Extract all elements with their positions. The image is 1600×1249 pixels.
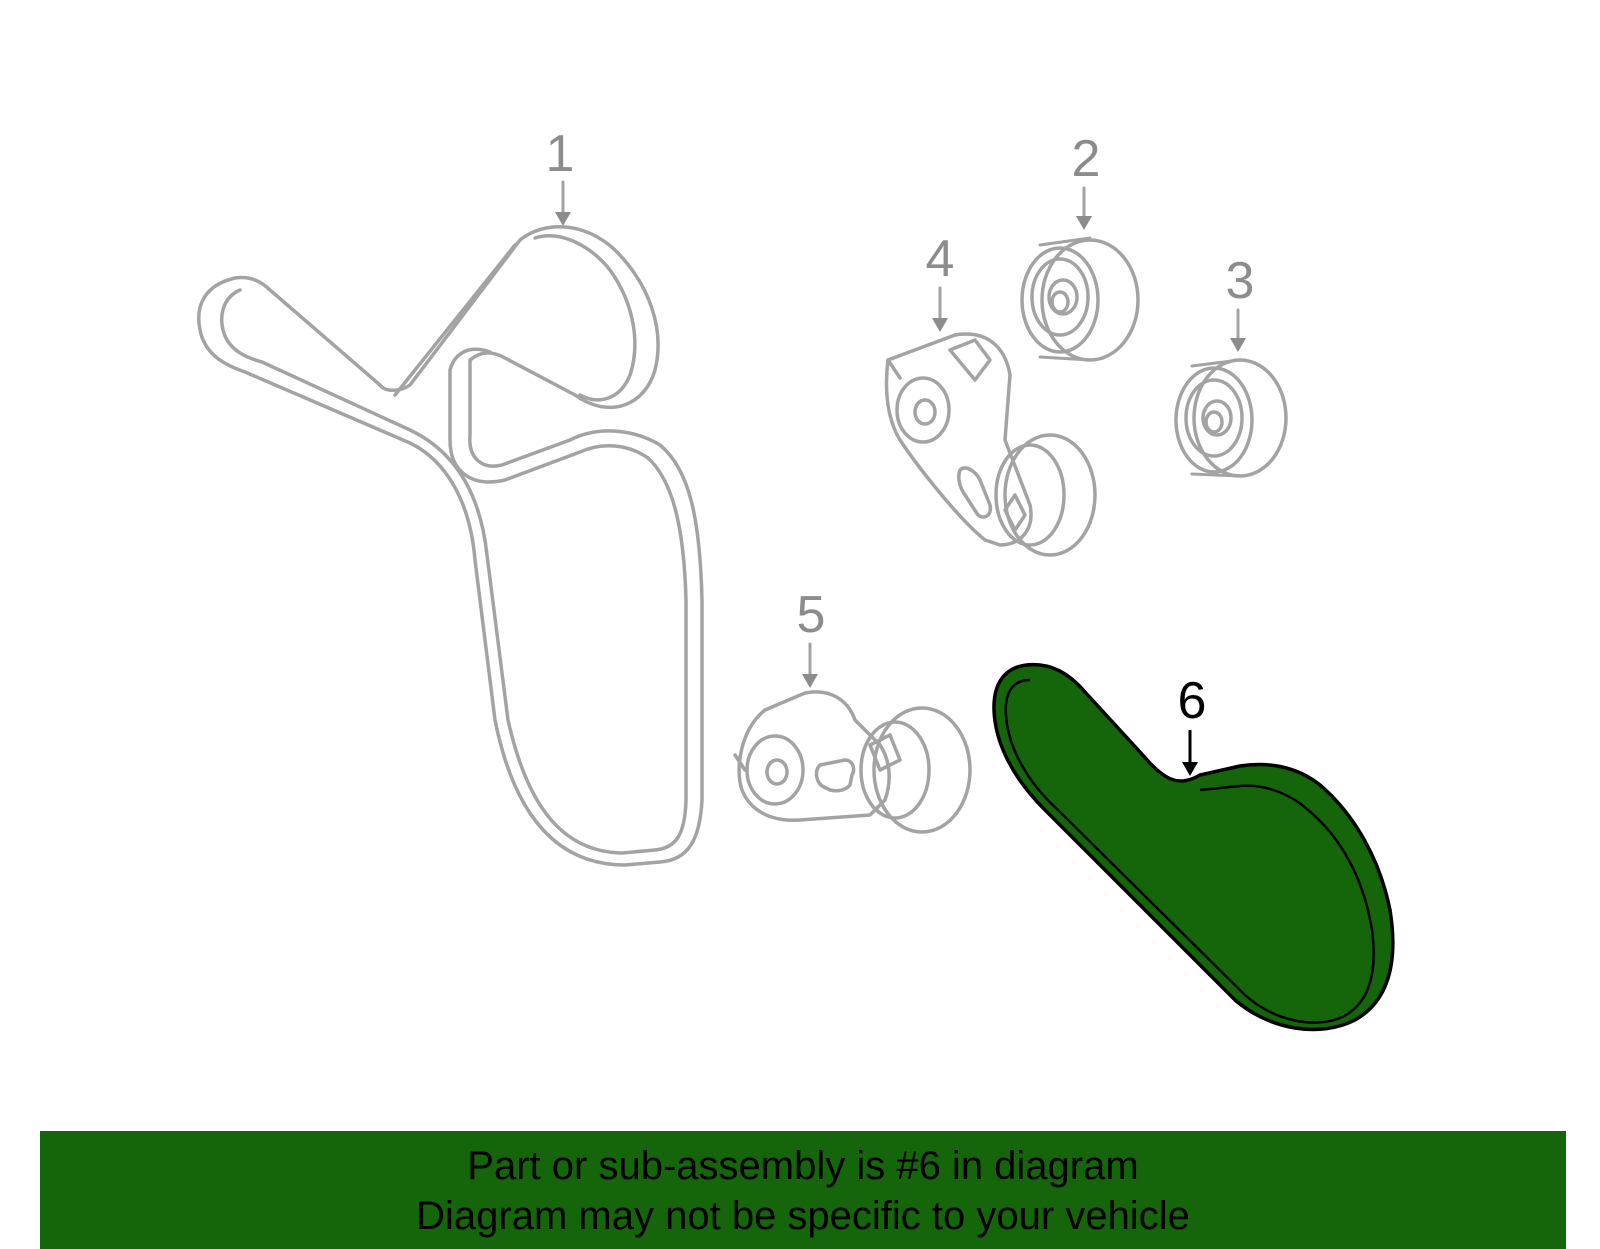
part-2-idler-pulley[interactable] [1020,236,1140,362]
part-3-idler-pulley[interactable] [1174,358,1288,478]
part-6-belt-highlighted[interactable] [992,662,1395,1032]
callout-3-label: 3 [1226,252,1255,310]
callout-6-label: 6 [1178,672,1207,730]
banner-line-1: Part or sub-assembly is #6 in diagram [467,1144,1139,1188]
callout-4-label: 4 [926,230,955,288]
callout-2-arrowhead [1076,216,1092,230]
part-6-belt-inner-edge [1004,678,1375,1024]
part-5-belt-tensioner[interactable] [733,690,972,834]
part-1-serpentine-belt[interactable] [197,224,704,867]
banner-line-2: Diagram may not be specific to your vehi… [416,1194,1190,1238]
callout-3-arrowhead [1230,338,1246,352]
callout-1-label: 1 [546,125,575,183]
part-4-belt-tensioner[interactable] [884,332,1097,557]
callout-5-label: 5 [797,586,826,644]
callout-6-arrowhead [1182,762,1198,776]
info-banner: Part or sub-assembly is #6 in diagram Di… [40,1131,1566,1249]
callout-4-arrowhead [932,318,948,332]
callout-2-label: 2 [1072,130,1101,188]
callout-1-arrowhead [555,212,571,226]
callout-5-arrowhead [802,674,818,688]
part-6-belt-shape [992,662,1395,1032]
